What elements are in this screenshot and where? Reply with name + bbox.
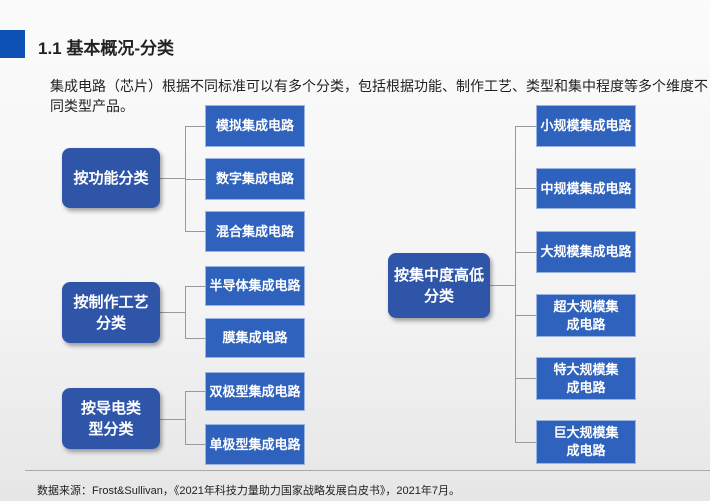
connector — [490, 285, 515, 286]
category-function: 按功能分类 — [62, 148, 160, 208]
connector — [185, 444, 205, 445]
item-box: 双极型集成电路 — [205, 372, 305, 411]
connector — [160, 312, 185, 313]
connector — [160, 419, 185, 420]
item-box: 巨大规模集成电路 — [536, 420, 636, 464]
item-box: 混合集成电路 — [205, 211, 305, 252]
connector — [185, 391, 205, 392]
connector — [515, 378, 536, 379]
item-box: 数字集成电路 — [205, 158, 305, 200]
connector — [515, 315, 536, 316]
source-note: 数据来源：Frost&Sullivan，《2021年科技力量助力国家战略发展白皮… — [37, 485, 460, 497]
category-integration: 按集中度高低分类 — [388, 253, 490, 318]
connector — [160, 178, 185, 179]
item-box: 特大规模集成电路 — [536, 357, 636, 400]
page-title: 1.1 基本概况-分类 — [38, 39, 175, 58]
item-box: 模拟集成电路 — [205, 105, 305, 147]
connector — [185, 231, 205, 232]
connector — [515, 442, 536, 443]
title-accent-block — [0, 30, 25, 58]
connector — [185, 338, 205, 339]
connector — [515, 126, 536, 127]
intro-text: 集成电路（芯片）根据不同标准可以有多个分类，包括根据功能、制作工艺、类型和集中程… — [50, 78, 708, 114]
footer-divider — [25, 470, 710, 471]
category-process: 按制作工艺分类 — [62, 282, 160, 343]
connector — [515, 252, 536, 253]
item-box: 小规模集成电路 — [536, 105, 636, 147]
connector — [515, 126, 516, 443]
connector — [515, 188, 536, 189]
item-box: 超大规模集成电路 — [536, 294, 636, 337]
connector — [185, 286, 186, 338]
item-box: 单极型集成电路 — [205, 424, 305, 465]
connector — [185, 179, 205, 180]
connector — [185, 286, 205, 287]
item-box: 大规模集成电路 — [536, 231, 636, 273]
item-box: 膜集成电路 — [205, 318, 305, 358]
item-box: 半导体集成电路 — [205, 266, 305, 306]
connector — [185, 391, 186, 444]
category-conductivity: 按导电类型分类 — [62, 388, 160, 449]
connector — [185, 126, 205, 127]
item-box: 中规模集成电路 — [536, 168, 636, 209]
